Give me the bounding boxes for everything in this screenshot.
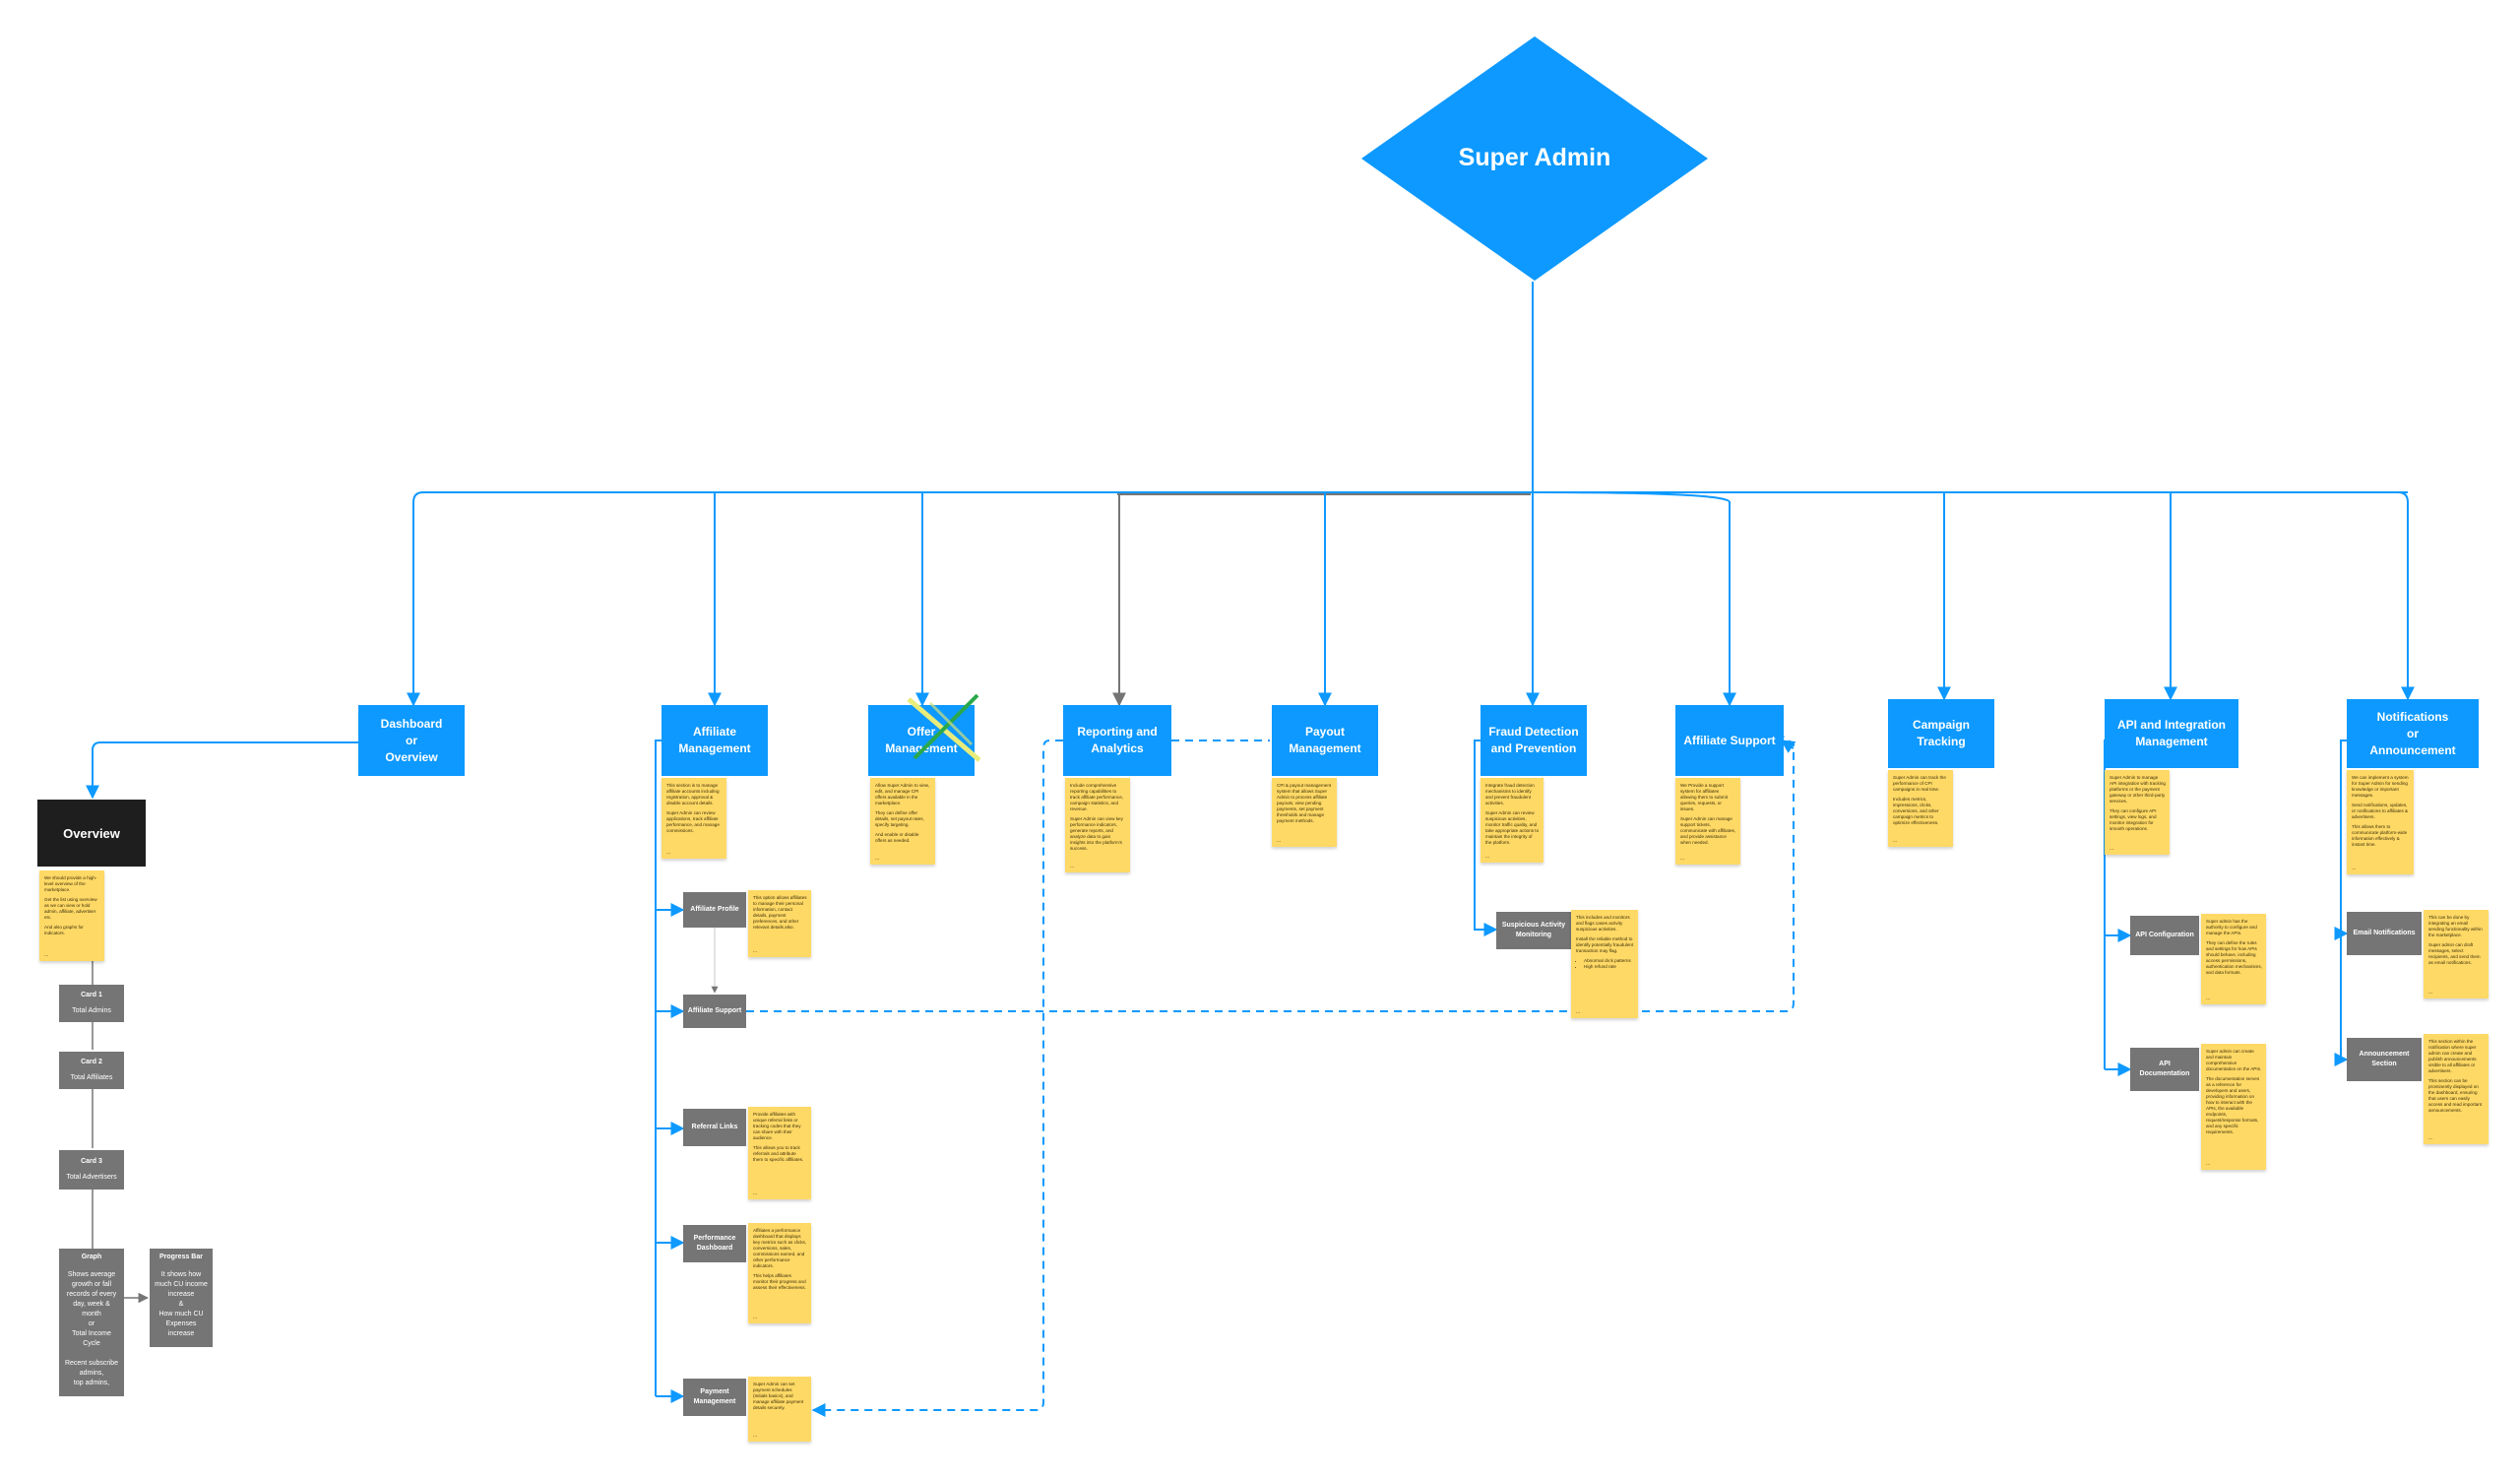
section-campaign-tracking[interactable]: Campaign Tracking: [1888, 699, 1994, 768]
section-offer-management[interactable]: Offer Management: [868, 705, 975, 776]
section-api-integration[interactable]: API and Integration Management: [2105, 699, 2238, 768]
affiliate-support-child-node[interactable]: Affiliate Support: [683, 995, 746, 1028]
section-dashboard[interactable]: Dashboard or Overview: [358, 705, 465, 776]
campaign-sticky-note: Super Admin can track the performance of…: [1888, 770, 1953, 847]
api-configuration-node[interactable]: API Configuration: [2130, 916, 2199, 955]
suspicious-activity-sticky-note: This includes and monitors and flags cas…: [1571, 910, 1638, 1018]
announcement-section-node[interactable]: Announcement Section: [2347, 1038, 2422, 1081]
section-affiliate-support[interactable]: Affiliate Support: [1675, 705, 1784, 776]
suspicious-activity-node[interactable]: Suspicious Activity Monitoring: [1496, 912, 1571, 949]
section-reporting-analytics[interactable]: Reporting and Analytics: [1063, 705, 1171, 776]
reporting-sticky-note: Include comprehensive reporting capabili…: [1065, 778, 1130, 872]
api-configuration-sticky-note: Super admin has the authority to configu…: [2201, 914, 2266, 1004]
api-sticky-note: Super Admin to manage API integration wi…: [2105, 770, 2170, 855]
overview-sticky-note: We should provide a high-level overview …: [39, 870, 104, 961]
root-diamond[interactable]: Super Admin: [1359, 34, 1710, 283]
affiliate-support-sticky-note: We Provide a support system for affiliat…: [1675, 778, 1740, 865]
offer-management-sticky-note: Allow Super Admin to view, edit, and man…: [870, 778, 935, 865]
affiliate-management-sticky-note: This section is to manage affiliate acco…: [662, 778, 726, 859]
section-fraud-detection[interactable]: Fraud Detection and Prevention: [1480, 705, 1587, 776]
email-notifications-node[interactable]: Email Notifications: [2347, 912, 2422, 955]
announcement-section-sticky-note: This section within the notification whe…: [2424, 1034, 2488, 1144]
referral-links-node[interactable]: Referral Links: [683, 1109, 746, 1146]
notifications-sticky-note: We can implement a system for Super Admi…: [2347, 770, 2414, 874]
payout-sticky-note: CPI & payout management system that allo…: [1272, 778, 1337, 847]
section-affiliate-management[interactable]: Affiliate Management: [662, 705, 768, 776]
performance-dashboard-sticky-note: Affiliates a performance dashboard that …: [748, 1223, 811, 1323]
section-payout-management[interactable]: Payout Management: [1272, 705, 1378, 776]
section-notifications[interactable]: Notifications or Announcement: [2347, 699, 2479, 768]
affiliate-profile-sticky-note: This option allows affiliates to manage …: [748, 890, 811, 957]
payment-management-node[interactable]: Payment Management: [683, 1379, 746, 1416]
affiliate-profile-node[interactable]: Affiliate Profile: [683, 892, 746, 928]
api-documentation-sticky-note: Super admin can create and maintain comp…: [2201, 1044, 2266, 1170]
referral-links-sticky-note: Provide affiliates with unique referral …: [748, 1107, 811, 1199]
api-documentation-node[interactable]: API Documentation: [2130, 1048, 2199, 1091]
payment-management-sticky-note: Super Admin can set payment schedules (I…: [748, 1377, 811, 1442]
performance-dashboard-node[interactable]: Performance Dashboard: [683, 1225, 746, 1262]
overview-progress-bar-card[interactable]: Progress Bar It shows how much CU income…: [150, 1249, 213, 1347]
overview-node[interactable]: Overview: [37, 800, 146, 867]
fraud-sticky-note: Integrate fraud detection mechanisms to …: [1480, 778, 1544, 863]
overview-graph-card[interactable]: Graph Shows average growth or fall recor…: [59, 1249, 124, 1396]
email-notifications-sticky-note: This can be done by integrating an email…: [2424, 910, 2488, 998]
root-label: Super Admin: [1459, 144, 1611, 171]
